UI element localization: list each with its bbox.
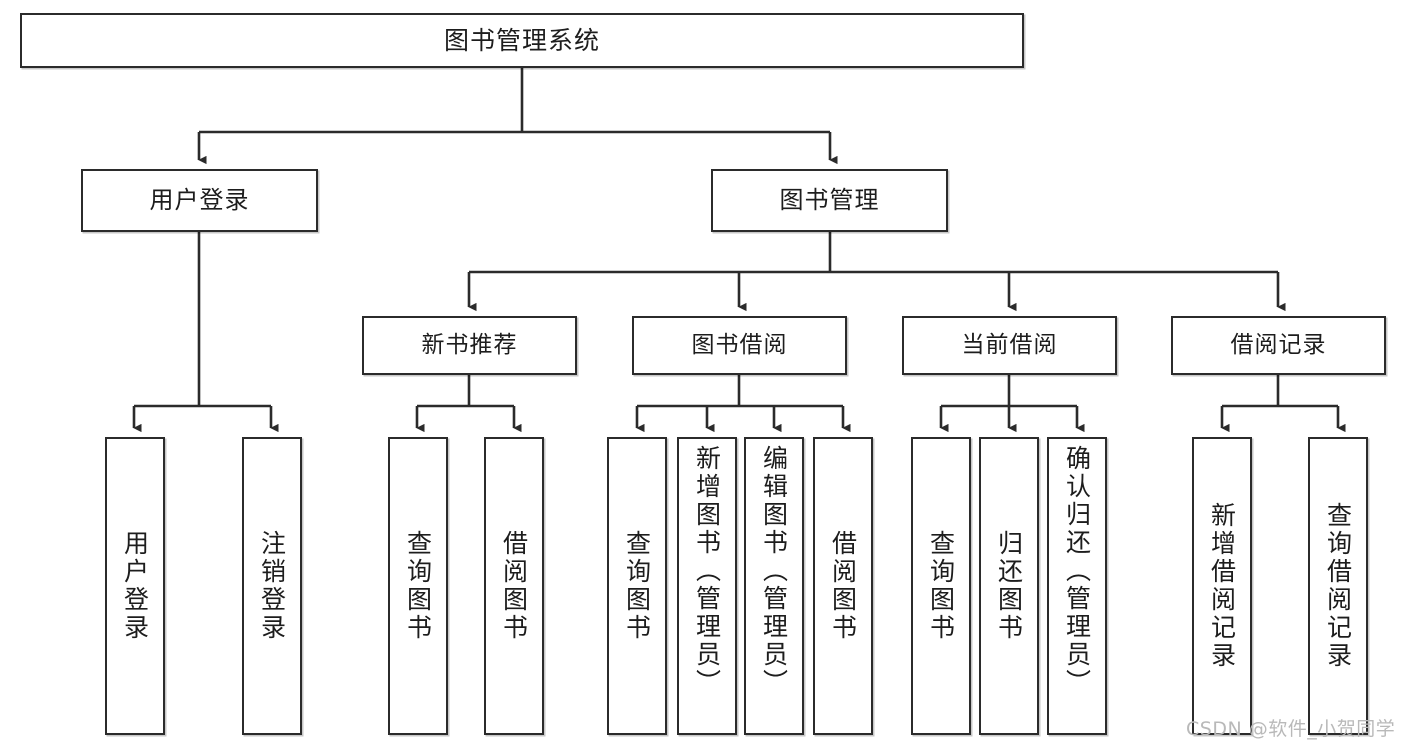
node-root-label: 图书管理系统 [443, 25, 600, 55]
node-current-borrow[interactable]: 当前借阅 [902, 316, 1117, 375]
node-book-management-label: 图书管理 [779, 186, 880, 215]
node-book-borrow-label: 图书借阅 [691, 331, 788, 358]
node-book-borrow[interactable]: 图书借阅 [632, 316, 847, 375]
leaf-currentborrow-return-label: 归还图书 [994, 530, 1024, 642]
leaf-borrowrecord-query-label: 查询借阅记录 [1323, 502, 1353, 670]
leaf-bookborrow-edit[interactable]: 编辑图书（管理员） [744, 437, 804, 735]
leaf-currentborrow-confirm-label: 确认归还（管理员） [1062, 445, 1092, 697]
leaf-newbook-borrow[interactable]: 借阅图书 [484, 437, 544, 735]
leaf-user-login-logout[interactable]: 注销登录 [242, 437, 302, 735]
leaf-currentborrow-return[interactable]: 归还图书 [979, 437, 1039, 735]
leaf-currentborrow-confirm[interactable]: 确认归还（管理员） [1047, 437, 1107, 735]
leaf-newbook-query-label: 查询图书 [403, 530, 433, 642]
leaf-bookborrow-add-label: 新增图书（管理员） [692, 445, 722, 697]
leaf-bookborrow-edit-label: 编辑图书（管理员） [759, 445, 789, 697]
leaf-borrowrecord-add-label: 新增借阅记录 [1207, 502, 1237, 670]
leaf-bookborrow-borrow-label: 借阅图书 [828, 530, 858, 642]
leaf-bookborrow-query-label: 查询图书 [622, 530, 652, 642]
leaf-currentborrow-query-label: 查询图书 [926, 530, 956, 642]
leaf-borrowrecord-query[interactable]: 查询借阅记录 [1308, 437, 1368, 735]
leaf-user-login-login-label: 用户登录 [120, 530, 150, 642]
leaf-user-login-logout-label: 注销登录 [257, 530, 287, 642]
leaf-currentborrow-query[interactable]: 查询图书 [911, 437, 971, 735]
node-user-login-label: 用户登录 [149, 186, 250, 215]
leaf-bookborrow-add[interactable]: 新增图书（管理员） [677, 437, 737, 735]
leaf-newbook-borrow-label: 借阅图书 [499, 530, 529, 642]
node-current-borrow-label: 当前借阅 [961, 331, 1058, 358]
leaf-bookborrow-query[interactable]: 查询图书 [607, 437, 667, 735]
csdn-watermark: CSDN @软件_小贺同学 [1186, 718, 1396, 740]
node-borrow-record-label: 借阅记录 [1230, 331, 1327, 358]
node-book-management[interactable]: 图书管理 [711, 169, 948, 232]
node-user-login[interactable]: 用户登录 [81, 169, 318, 232]
leaf-borrowrecord-add[interactable]: 新增借阅记录 [1192, 437, 1252, 735]
leaf-user-login-login[interactable]: 用户登录 [105, 437, 165, 735]
node-new-book-recommend[interactable]: 新书推荐 [362, 316, 577, 375]
node-root[interactable]: 图书管理系统 [20, 13, 1024, 68]
leaf-bookborrow-borrow[interactable]: 借阅图书 [813, 437, 873, 735]
node-borrow-record[interactable]: 借阅记录 [1171, 316, 1386, 375]
leaf-newbook-query[interactable]: 查询图书 [388, 437, 448, 735]
node-new-book-recommend-label: 新书推荐 [421, 331, 518, 358]
